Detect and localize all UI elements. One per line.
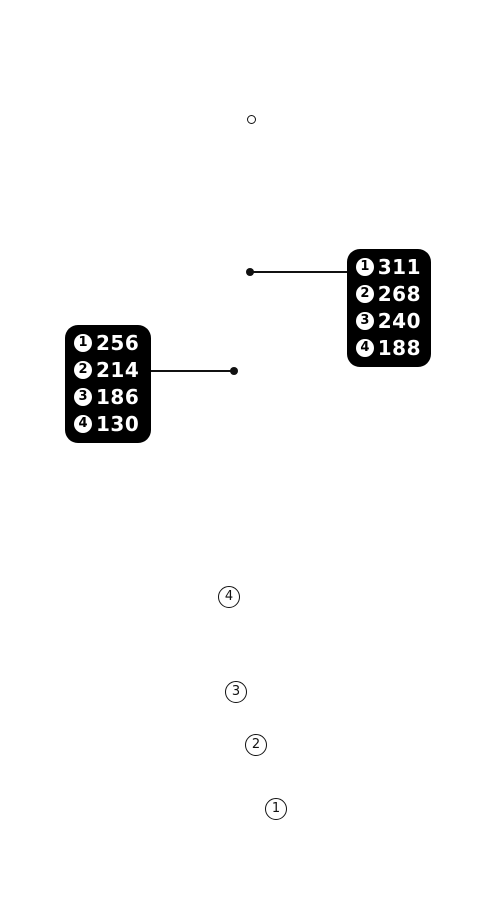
rank-1-badge: 1 xyxy=(356,257,374,276)
callout-left-row: 1 256 xyxy=(74,329,141,356)
callout-left[interactable]: 1 256 2 214 3 186 4 130 xyxy=(65,325,151,443)
callout-left-value: 186 xyxy=(96,384,140,409)
rank-2-badge: 2 xyxy=(356,284,374,303)
callout-right-value: 311 xyxy=(377,254,421,279)
rank-4-badge: 4 xyxy=(74,414,92,433)
route-marker-1[interactable]: 1 xyxy=(265,798,287,820)
callout-left-row: 3 186 xyxy=(74,383,141,410)
rank-1-badge: 1 xyxy=(74,333,92,352)
route-marker-4[interactable]: 4 xyxy=(218,586,240,608)
callout-left-value: 130 xyxy=(96,411,140,436)
callout-right[interactable]: 1 311 2 268 3 240 4 188 xyxy=(347,249,431,367)
callout-left-value: 214 xyxy=(96,357,140,382)
route-marker-2[interactable]: 2 xyxy=(245,734,267,756)
callout-right-row: 4 188 xyxy=(356,334,421,361)
callout-right-row: 2 268 xyxy=(356,280,421,307)
origin-marker xyxy=(247,115,256,124)
callout-right-value: 268 xyxy=(377,281,421,306)
callout-left-value: 256 xyxy=(96,330,140,355)
rank-4-badge: 4 xyxy=(356,338,374,357)
route-marker-3[interactable]: 3 xyxy=(225,681,247,703)
rank-3-badge: 3 xyxy=(74,387,92,406)
callout-left-row: 2 214 xyxy=(74,356,141,383)
rank-2-badge: 2 xyxy=(74,360,92,379)
rank-3-badge: 3 xyxy=(356,311,374,330)
callout-right-value: 240 xyxy=(377,308,421,333)
callout-right-row: 1 311 xyxy=(356,253,421,280)
callout-right-value: 188 xyxy=(377,335,421,360)
callout-left-leader-line xyxy=(148,370,234,372)
callout-right-row: 3 240 xyxy=(356,307,421,334)
callout-right-leader-line xyxy=(250,271,350,273)
callout-left-anchor-dot xyxy=(230,367,238,375)
callout-left-row: 4 130 xyxy=(74,410,141,437)
